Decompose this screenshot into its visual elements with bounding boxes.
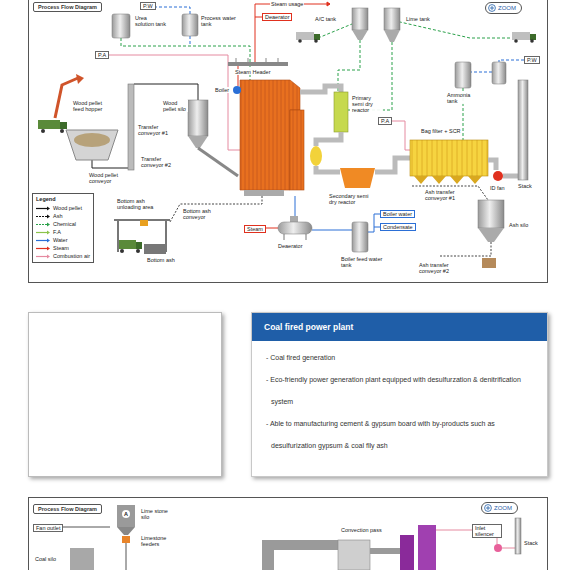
- equipment-label: Ash silo: [508, 222, 529, 228]
- legend-line-sample: [36, 214, 50, 219]
- zoom-icon: [484, 504, 492, 512]
- legend-row: Ash: [36, 212, 90, 220]
- legend-text: Steam: [53, 245, 69, 251]
- stream-label: Steam usage: [270, 1, 304, 7]
- equipment-label: Stack: [523, 540, 539, 546]
- equipment-label: A/C tank: [314, 16, 337, 22]
- stream-label: Fan outlet: [33, 524, 63, 532]
- equipment-label: Deaerator: [277, 243, 303, 249]
- equipment-label: Inlet silencer: [472, 524, 502, 538]
- legend-title: Legend: [36, 196, 90, 202]
- equipment-label: Convection pass: [340, 527, 383, 533]
- equipment-label: Urea solution tank: [134, 15, 168, 27]
- equipment-label: Bottom ash conveyor: [182, 208, 216, 220]
- equipment-label: Bottom ash: [146, 257, 176, 263]
- equipment-label: Deaerator: [262, 13, 292, 21]
- info-card: Coal fired power plant - Coal fired gener…: [251, 312, 548, 477]
- stream-label: P.A: [95, 51, 109, 59]
- legend-line-sample: [36, 238, 50, 243]
- equipment-label: Ash transfer conveyor #2: [418, 262, 468, 274]
- stream-label: Boiler water: [380, 210, 415, 218]
- equipment-label: Boiler: [214, 87, 230, 93]
- legend-row: Water: [36, 236, 90, 244]
- legend-text: Ash: [53, 213, 62, 219]
- legend-text: Combustion air: [53, 253, 90, 259]
- legend-line-sample: [36, 230, 50, 235]
- legend-line-sample: [36, 246, 50, 251]
- zoom-button: ZOOM: [481, 502, 518, 514]
- equipment-label: Primary semi dry reactor: [351, 95, 383, 113]
- equipment-label: Ash transfer conveyor #1: [424, 189, 470, 201]
- equipment-label: Process water tank: [200, 15, 238, 27]
- equipment-label: Limestone feeders: [140, 535, 174, 547]
- area-label: Bottom ash unloading area: [116, 198, 164, 210]
- zoom-icon: [488, 4, 496, 12]
- diagram-panel: Process Flow Diagram ZOOM: [28, 497, 548, 570]
- equipment-label: ID fan: [489, 185, 506, 191]
- legend-line-sample: [36, 222, 50, 227]
- equipment-label: Bag filter + SCR: [420, 128, 462, 134]
- diagram-panel: Process Flow DiagramZOOMLegendWood pelle…: [28, 0, 548, 283]
- stream-label: Steam: [244, 225, 266, 233]
- equipment-label: Wood pellet conveyor: [88, 172, 124, 184]
- bullet-text: - Coal fired generation: [252, 347, 547, 369]
- equipment-label: Stack: [517, 183, 533, 189]
- equipment-label: Ammonia tank: [446, 92, 478, 104]
- legend-row: Chemical: [36, 220, 90, 228]
- stream-label: P.W: [140, 2, 156, 10]
- legend-row: Steam: [36, 244, 90, 252]
- legend-box: LegendWood pelletAshChemicalF.A WaterStea…: [32, 193, 94, 263]
- stream-label: P.W: [524, 56, 540, 64]
- equipment-label: Lime stone silo: [140, 508, 172, 520]
- stream-label: Condensate: [380, 223, 416, 231]
- panel-title-tab: Process Flow Diagram: [33, 504, 102, 514]
- card-title: Coal fired power plant: [252, 313, 547, 341]
- legend-row: Wood pellet: [36, 204, 90, 212]
- zoom-label: ZOOM: [498, 5, 516, 11]
- legend-text: Chemical: [53, 221, 76, 227]
- legend-row: F.A: [36, 228, 90, 236]
- callout-letter: A: [122, 510, 130, 518]
- legend-text: Wood pellet: [53, 205, 82, 211]
- zoom-label: ZOOM: [494, 505, 512, 511]
- legend-line-sample: [36, 206, 50, 211]
- equipment-label: Steam Header: [234, 69, 271, 75]
- legend-text: Water: [53, 237, 67, 243]
- equipment-label: Wood pellet silo: [162, 100, 188, 112]
- bullet-text: - Eco-friendly power generation plant eq…: [252, 369, 547, 413]
- equipment-label: Transfer conveyor #1: [137, 124, 175, 136]
- stream-label: P.A: [378, 117, 392, 125]
- zoom-button: ZOOM: [485, 2, 522, 14]
- image-placeholder: [28, 312, 222, 477]
- equipment-label: Transfer conveyor #2: [140, 156, 178, 168]
- bullet-text: - Able to manufacturing cement & gypsum …: [252, 413, 547, 457]
- equipment-label: Coal silo: [34, 556, 57, 562]
- legend-text: F.A: [53, 229, 61, 235]
- equipment-label: Secondary semi dry reactor: [328, 193, 370, 205]
- panel-title-tab: Process Flow Diagram: [33, 2, 102, 12]
- equipment-label: Lime tank: [405, 16, 431, 22]
- equipment-label: Boiler feed water tank: [340, 256, 386, 268]
- equipment-label: Wood pellet feed hopper: [72, 100, 114, 112]
- legend-row: Combustion air: [36, 252, 90, 260]
- legend-line-sample: [36, 254, 50, 259]
